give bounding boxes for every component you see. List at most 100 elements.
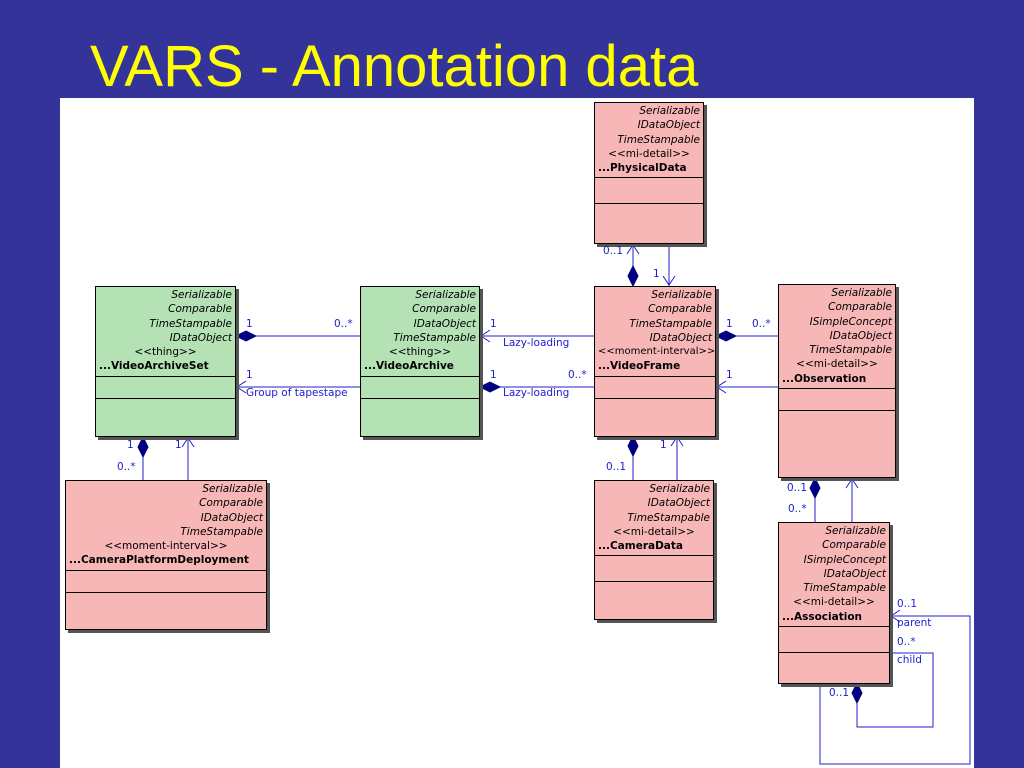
interface-label: IDataObject [823,567,886,580]
interface-label: Serializable [831,287,892,299]
arrow-to-vf-top [662,275,676,286]
stereotype-label: <<mi-detail>> [793,596,875,609]
interface-label: Serializable [171,289,232,301]
stereotype-label: <<mi-detail>> [608,147,690,160]
class-name: ...PhysicalData [598,162,687,175]
multiplicity-label: 0..* [752,318,771,330]
interface-label: Serializable [639,105,700,117]
class-name: ...VideoArchiveSet [99,360,209,373]
multiplicity-label: 1 [660,439,667,451]
class-video-archive-set[interactable]: Serializable Comparable TimeStampable ID… [95,286,236,437]
stereotype-label: <<moment-interval>> [104,540,228,553]
diamond-vf-obs [714,330,738,342]
multiplicity-label: 0..1 [897,598,918,610]
role-label: Lazy-loading [503,337,570,349]
link-assoc-parent [819,615,971,765]
role-label: Group of tapestape [246,387,348,399]
operations-section [595,203,703,233]
class-name: ...VideoArchive [364,360,454,373]
role-label-child: child [897,654,922,666]
interface-label: TimeStampable [627,511,710,524]
interface-label: IDataObject [413,317,476,330]
operations-section [779,410,895,468]
class-name: ...CameraPlatformDeployment [69,554,249,567]
interface-label: Serializable [651,289,712,301]
interface-label: Serializable [415,289,476,301]
attributes-section [595,375,715,398]
stereotype-label: <<moment-interval>> [598,346,716,358]
multiplicity-label: 0..* [334,318,353,330]
multiplicity-label: 1 [490,369,497,381]
interface-label: Comparable [648,303,712,316]
stereotype-label: <<mi-detail>> [796,358,878,371]
attributes-section [96,375,235,398]
stereotype-label: <<thing>> [388,346,452,359]
class-name: ...CameraData [598,540,683,553]
attributes-section [361,375,479,398]
multiplicity-label: 1 [246,369,253,381]
multiplicity-label: 0..1 [606,461,627,473]
class-association[interactable]: Serializable Comparable ISimpleConcept I… [778,522,890,684]
multiplicity-label: 1 [246,318,253,330]
attributes-section [595,555,713,581]
interface-label: Comparable [822,539,886,552]
stereotype-label: <<mi-detail>> [613,525,695,538]
attributes-section [779,626,889,652]
interface-label: TimeStampable [149,317,232,330]
multiplicity-label: 0..* [117,461,136,473]
class-physical-data[interactable]: Serializable IDataObject TimeStampable <… [594,102,704,244]
slide-title: VARS - Annotation data [90,34,699,99]
arrow-to-pd [626,244,640,255]
operations-section [595,397,715,432]
class-observation[interactable]: Serializable Comparable ISimpleConcept I… [778,284,896,478]
diamond-va-vf [478,381,502,393]
multiplicity-label: 1 [175,439,182,451]
interface-label: TimeStampable [617,133,700,146]
interface-label: IDataObject [829,329,892,342]
multiplicity-label: 0..* [897,636,916,648]
operations-section [779,652,889,682]
diamond-vas-cpd [137,435,149,459]
diamond-vas-va [234,330,258,342]
interface-label: Comparable [412,303,476,316]
arrow-to-vf [716,380,727,394]
multiplicity-label: 0..1 [787,482,808,494]
class-video-frame[interactable]: Serializable Comparable TimeStampable ID… [594,286,716,437]
interface-label: Comparable [168,303,232,316]
operations-section [96,397,235,432]
interface-label: IDataObject [169,331,232,344]
arrow-to-assoc-parent [890,609,901,623]
class-camera-data[interactable]: Serializable IDataObject TimeStampable <… [594,480,714,620]
arrow-to-vf-bottom [670,436,684,447]
interface-label: IDataObject [637,119,700,132]
class-camera-platform-deployment[interactable]: Serializable Comparable IDataObject Time… [65,480,267,630]
class-video-archive[interactable]: Serializable Comparable IDataObject Time… [360,286,480,437]
stereotype-label: <<thing>> [134,346,197,359]
multiplicity-label: 0..1 [603,245,624,257]
interface-label: ISimpleConcept [803,553,886,566]
multiplicity-label: 1 [127,439,134,451]
interface-label: IDataObject [649,331,712,344]
class-name: ...Association [782,610,863,623]
multiplicity-label: 1 [726,369,733,381]
interface-label: TimeStampable [809,344,892,357]
link-assoc-child [856,652,934,728]
interface-label: Serializable [649,483,710,495]
multiplicity-label: 0..* [788,503,807,515]
interface-label: IDataObject [200,511,263,524]
class-name: ...Observation [782,372,867,385]
interface-label: TimeStampable [629,317,712,330]
interface-label: IDataObject [647,497,710,510]
operations-section [361,397,479,432]
diamond-assoc-self [851,681,863,705]
interface-label: ISimpleConcept [809,315,892,328]
diamond-pd-vf [627,264,639,288]
interface-label: TimeStampable [180,525,263,538]
class-name: ...VideoFrame [598,360,681,373]
operations-section [66,591,266,626]
interface-label: TimeStampable [393,331,476,344]
multiplicity-label: 1 [653,268,660,280]
interface-label: Comparable [199,497,263,510]
role-label-parent: parent [897,617,932,629]
